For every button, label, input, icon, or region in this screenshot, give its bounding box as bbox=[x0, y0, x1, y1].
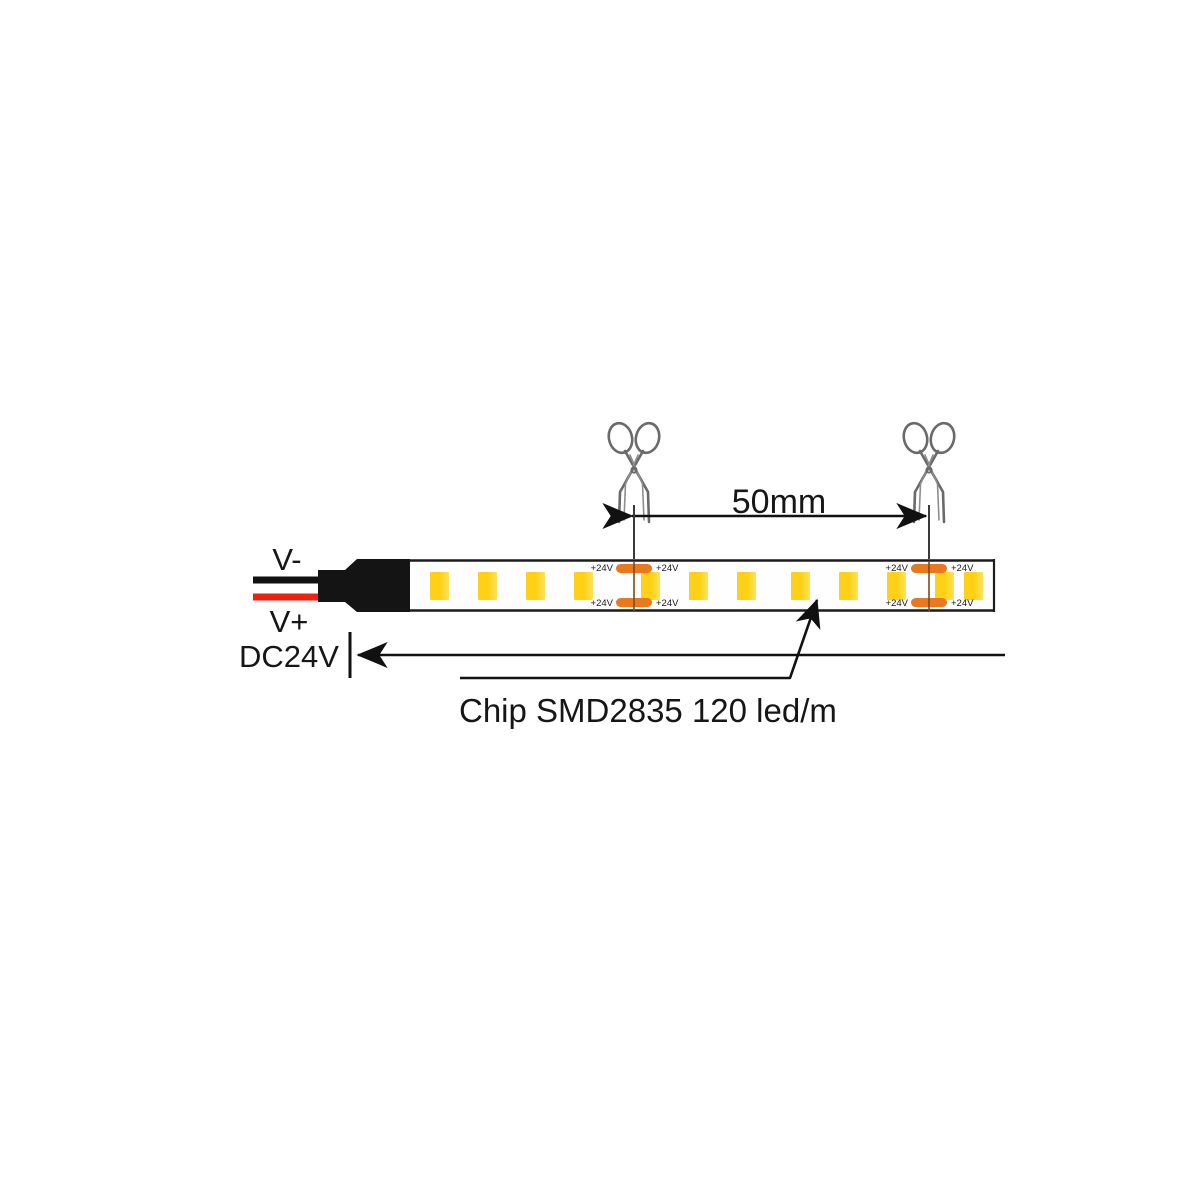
connector-boot bbox=[318, 559, 412, 612]
pad-voltage-label-faint: +24V bbox=[886, 598, 909, 609]
led-chip bbox=[935, 572, 954, 600]
chip-callout-label: Chip SMD2835 120 led/m bbox=[459, 692, 837, 729]
led-chip bbox=[839, 572, 858, 600]
led-chip bbox=[574, 572, 593, 600]
pad-voltage-label-faint: +24V bbox=[591, 598, 614, 609]
led-chip bbox=[689, 572, 708, 600]
led-chip bbox=[478, 572, 497, 600]
pad-voltage-label-faint: +24V bbox=[951, 598, 974, 609]
pad-voltage-label: +24V bbox=[951, 563, 974, 574]
led-chip bbox=[964, 572, 983, 600]
cut-length-label: 50mm bbox=[732, 483, 826, 521]
pad-voltage-label: +24V bbox=[591, 563, 614, 574]
pad-voltage-label: +24V bbox=[656, 563, 679, 574]
pad-voltage-label-faint: +24V bbox=[656, 598, 679, 609]
pad-voltage-label: +24V bbox=[886, 563, 909, 574]
wiring-group bbox=[253, 576, 330, 601]
led-chip bbox=[430, 572, 449, 600]
led-chip bbox=[641, 572, 660, 600]
chip-callout-leader bbox=[460, 598, 821, 680]
negative-terminal-label: V- bbox=[272, 542, 301, 577]
led-chip bbox=[887, 572, 906, 600]
led-chip bbox=[737, 572, 756, 600]
strip-length-dimension bbox=[348, 632, 1005, 678]
led-chip bbox=[526, 572, 545, 600]
voltage-label: DC24V bbox=[239, 639, 339, 674]
cut-point-group: +24V +24V +24V +24V bbox=[886, 561, 974, 611]
positive-terminal-label: V+ bbox=[270, 604, 309, 639]
led-chips-group bbox=[430, 572, 983, 600]
cut-point-group: +24V +24V +24V +24V bbox=[591, 561, 679, 611]
led-chip bbox=[791, 572, 810, 600]
